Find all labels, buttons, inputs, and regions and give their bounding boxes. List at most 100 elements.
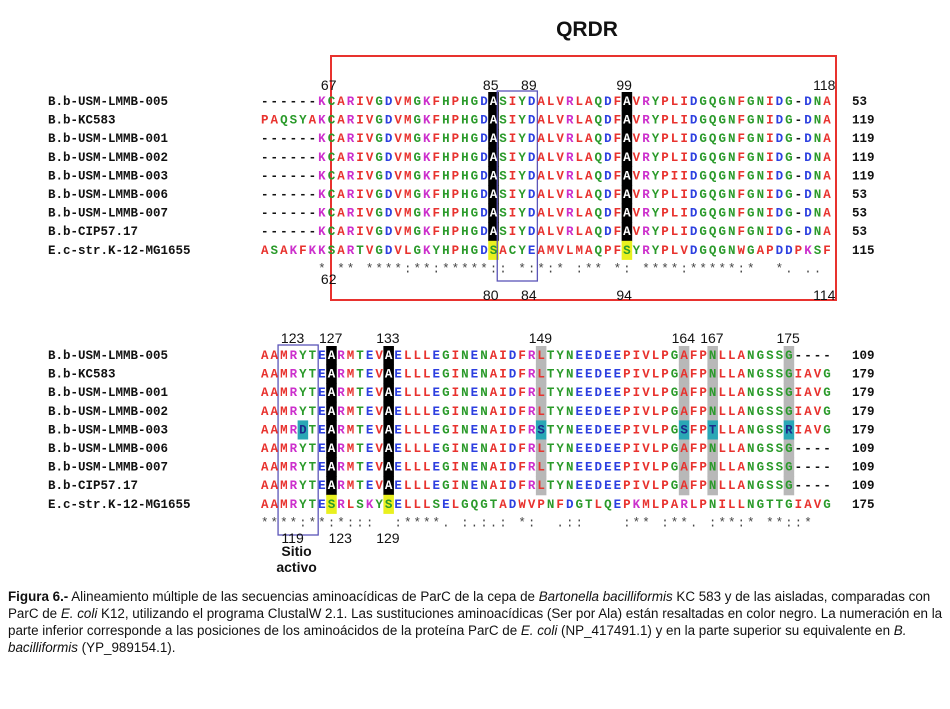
sequence-name: B.b-CIP57.17 [48,225,138,239]
block2-highlight [783,383,795,403]
bottom-position-number: 114 [813,287,836,303]
active-site-label: activo [276,559,316,575]
block1-highlight [621,147,633,167]
top-position-number: 85 [483,77,499,93]
block2-highlight [783,476,795,496]
sequence-end-number: 179 [852,386,875,400]
block2-highlight [535,401,547,421]
block2-highlight [535,346,547,366]
bottom-position-number: 62 [321,271,337,287]
block2-highlight [326,439,337,459]
caption-italic: B. bacilliformis [8,623,907,655]
sequence-end-number: 53 [852,225,867,239]
block2-highlight [678,383,690,403]
block1-highlight [621,222,633,242]
block2-highlight [678,401,690,421]
block2-highlight [326,383,337,403]
block1-highlight [621,92,633,112]
block1-highlight [488,240,499,260]
block2-highlight [783,420,795,440]
block1-highlight [621,185,633,205]
sequence-end-number: 53 [852,207,867,221]
block2-highlight [535,420,547,440]
qrdr-region-box [330,55,837,301]
caption-text: (YP_989154.1). [77,640,176,655]
sequence-name: B.b-USM-LMMB-002 [48,151,168,165]
block1-highlight [488,185,499,205]
block2-highlight [707,457,718,477]
block2-highlight [707,364,718,384]
consensus-line: *******:**:*****::*:*:*:***:****:*****:*… [318,262,821,276]
sequence-name: B.b-KC583 [48,368,116,382]
bottom-position-number: 129 [376,530,400,546]
sequence-name: B.b-USM-LMMB-003 [48,423,168,437]
block2-highlight [783,457,795,477]
caption-text: Alineamiento múltiple de las secuencias … [68,589,539,604]
block2-highlight [678,420,690,440]
block1-highlight [488,92,499,112]
block2-highlight [326,346,337,366]
top-position-number: 99 [616,77,632,93]
block2-highlight [535,457,547,477]
block1-highlight [488,147,499,167]
block1-highlight [621,240,633,260]
sequence-name: B.b-USM-LMMB-005 [48,95,168,109]
block2-highlight [678,346,690,366]
highlight-layer [297,92,795,514]
block2-highlight [383,494,394,514]
caption-italic: E. coli [520,623,558,638]
block2-highlight [383,457,394,477]
block1-highlight [488,203,499,223]
sequence-end-number: 53 [852,188,867,202]
bottom-position-number: 80 [483,287,499,303]
bottom-position-number: 94 [616,287,632,303]
sequence-end-number: 109 [852,442,875,456]
sequence-end-number: 119 [852,169,875,183]
block2-highlight [707,346,718,366]
sequence-name: B.b-CIP57.17 [48,479,138,493]
top-position-number: 167 [700,330,724,346]
block2-highlight [707,401,718,421]
sequence-name: B.b-USM-LMMB-007 [48,207,168,221]
active-site-label: Sitio [281,543,311,559]
block2-highlight [326,420,337,440]
sequence-name: B.b-USM-LMMB-001 [48,386,168,400]
block2-highlight [326,364,337,384]
sequence-name: B.b-USM-LMMB-006 [48,188,168,202]
sequence-name: B.b-USM-LMMB-001 [48,132,168,146]
block1-highlight [488,166,499,186]
block2-highlight [297,420,309,440]
block2-highlight [707,383,718,403]
figure-caption: Figura 6.- Alineamiento múltiple de las … [8,588,944,656]
sequence-end-number: 119 [852,132,875,146]
top-position-number: 67 [321,77,337,93]
block2-highlight [326,457,337,477]
region-85-89-box [496,90,539,282]
block2-highlight [535,364,547,384]
top-position-number: 89 [521,77,537,93]
